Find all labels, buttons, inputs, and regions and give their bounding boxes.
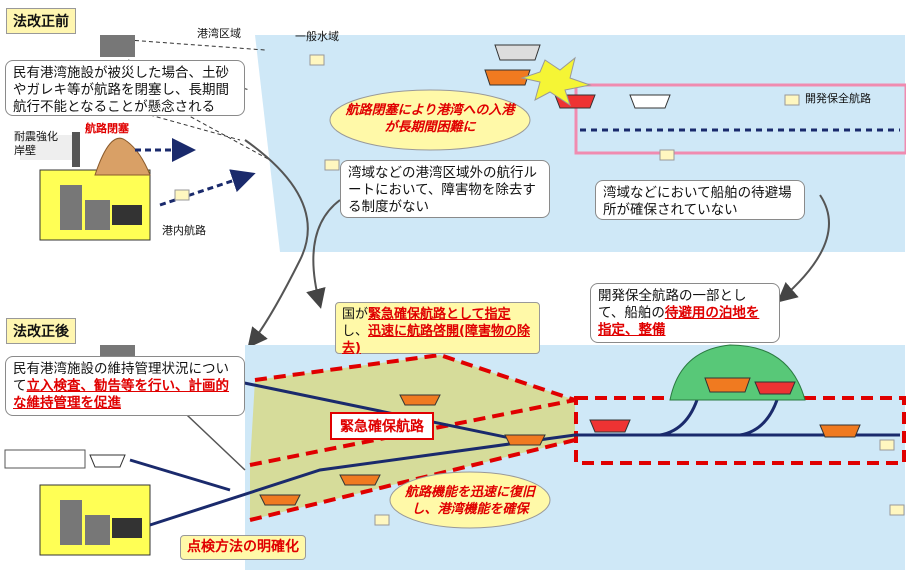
box-after-left-text: 民有港湾施設の維持管理状況について [13,361,229,394]
label-inner-route: 港内航路 [162,224,206,237]
box-after-mid: 国が緊急確保航路として指定し、迅速に航路啓開(障害物の除去) [335,302,540,356]
dev-route-frame [574,83,906,155]
debris-mound-icon [94,137,151,176]
label-seismic-wall: 耐震強化岸壁 [14,130,58,157]
section-after: 法改正後 [6,318,76,344]
box-before-left: 民有港湾施設が被災した場合、土砂やガレキ等が航路を閉塞し、長期間航行不能となるこ… [5,60,245,116]
ship-icon [484,69,531,86]
label-port-area: 港湾区域 [197,27,241,40]
cloud-before [329,89,531,151]
building-icon [100,35,135,57]
box-after-left: 民有港湾施設の維持管理状況について立入検査、勧告等を行い、計画的な維持管理を促進 [5,356,245,416]
label-route-blocked: 航路閉塞 [85,122,129,135]
box-after-mid-mid: し、 [342,324,369,339]
emergency-route-badge: 緊急確保航路 [330,412,434,440]
box-after-mid-red1: 緊急確保航路として指定 [368,307,511,322]
route-line [149,433,900,527]
box-after-mid-red2: 迅速に航路啓開(障害物の除去) [342,324,530,356]
crash-icon [520,56,592,107]
truck-icon [4,449,86,469]
work-boat-icon [399,394,441,406]
label-dev-route: 開発保全航路 [805,92,871,105]
box-after-mid-pre: 国が [342,307,369,322]
box-after-left-red: 立入検査、勧告等を行い、計画的な維持管理を促進 [13,378,229,411]
label-general-water: 一般水域 [295,30,339,43]
box-after-right: 開発保全航路の一部として、船舶の待避用の泊地を指定、整備 [590,283,780,343]
cloud-after [389,471,551,529]
box-after-right-red: 待避用の泊地を指定、整備 [598,305,760,338]
box-before-right: 湾域などにおいて船舶の待避場所が確保されていない [595,180,805,220]
sea-before [255,35,905,252]
box-before-mid: 湾域などの港湾区域外の航行ルートにおいて、障害物を除去する制度がない [340,160,550,218]
section-before: 法改正前 [6,8,76,34]
box-after-right-pre: 開発保全航路の一部として、船舶の [598,288,747,321]
cloud-before-text: 航路閉塞により港湾への入港が長期間困難に [345,103,515,135]
inspection-box: 点検方法の明確化 [180,535,306,560]
cloud-after-text: 航路機能を迅速に復旧し、港湾機能を確保 [404,485,535,517]
